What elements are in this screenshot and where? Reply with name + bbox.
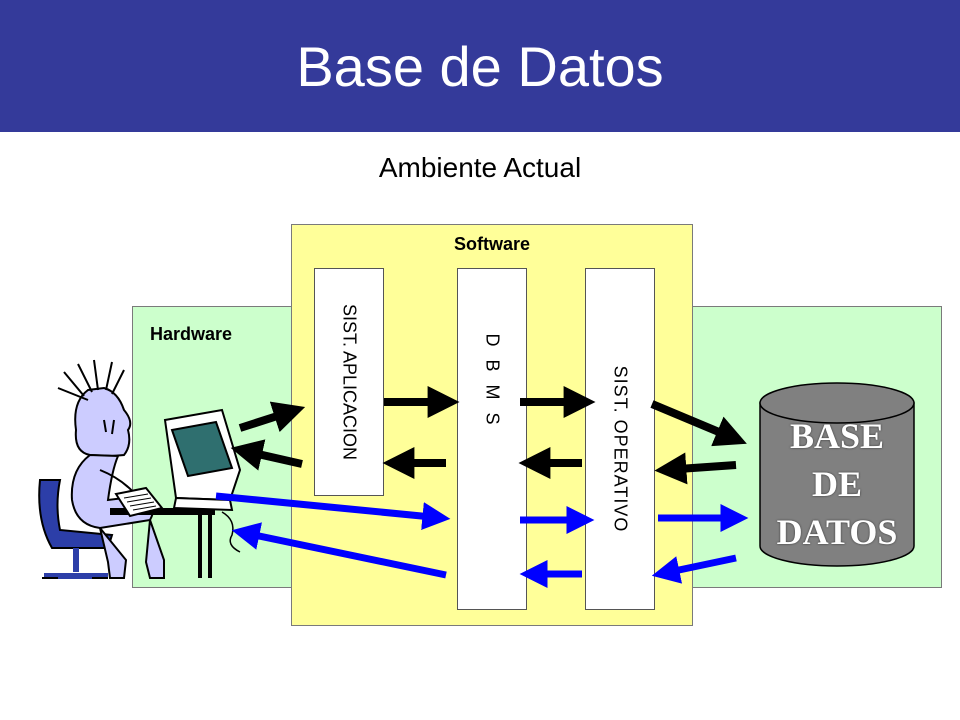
subtitle: Ambiente Actual <box>378 152 582 183</box>
computer-monitor-icon <box>163 408 242 512</box>
keyboard-icon <box>114 486 164 518</box>
database-label: BASE DE DATOS <box>760 412 914 556</box>
dbms-box: D B M S <box>457 268 527 610</box>
blue-arrow-user-to-dbms <box>215 492 451 531</box>
hardware-label: Hardware <box>150 324 233 344</box>
blue-arrow-dbms-to-user <box>231 522 447 579</box>
chair-icon <box>38 479 114 579</box>
arrow-user-to-aplicacion <box>238 401 306 433</box>
database-cylinder-icon <box>759 382 915 567</box>
database-label-line2: DE <box>811 464 862 504</box>
person-at-computer-illustration <box>38 359 242 579</box>
sist-aplicacion-box: SIST. APLICACION <box>314 268 384 496</box>
blue-arrow-database-to-operativo <box>651 554 737 584</box>
page-title: Base de Datos <box>296 35 664 98</box>
sist-operativo-box: SIST. OPERATIVO <box>585 268 655 610</box>
title-bar: Base de Datos <box>0 0 960 132</box>
software-label: Software <box>453 234 531 254</box>
arrow-aplicacion-to-user <box>230 439 303 471</box>
arrow-operativo-to-database <box>650 400 747 447</box>
database-label-line1: BASE <box>789 416 885 456</box>
database-label-line3: DATOS <box>776 512 898 552</box>
arrow-database-to-operativo <box>654 452 737 485</box>
